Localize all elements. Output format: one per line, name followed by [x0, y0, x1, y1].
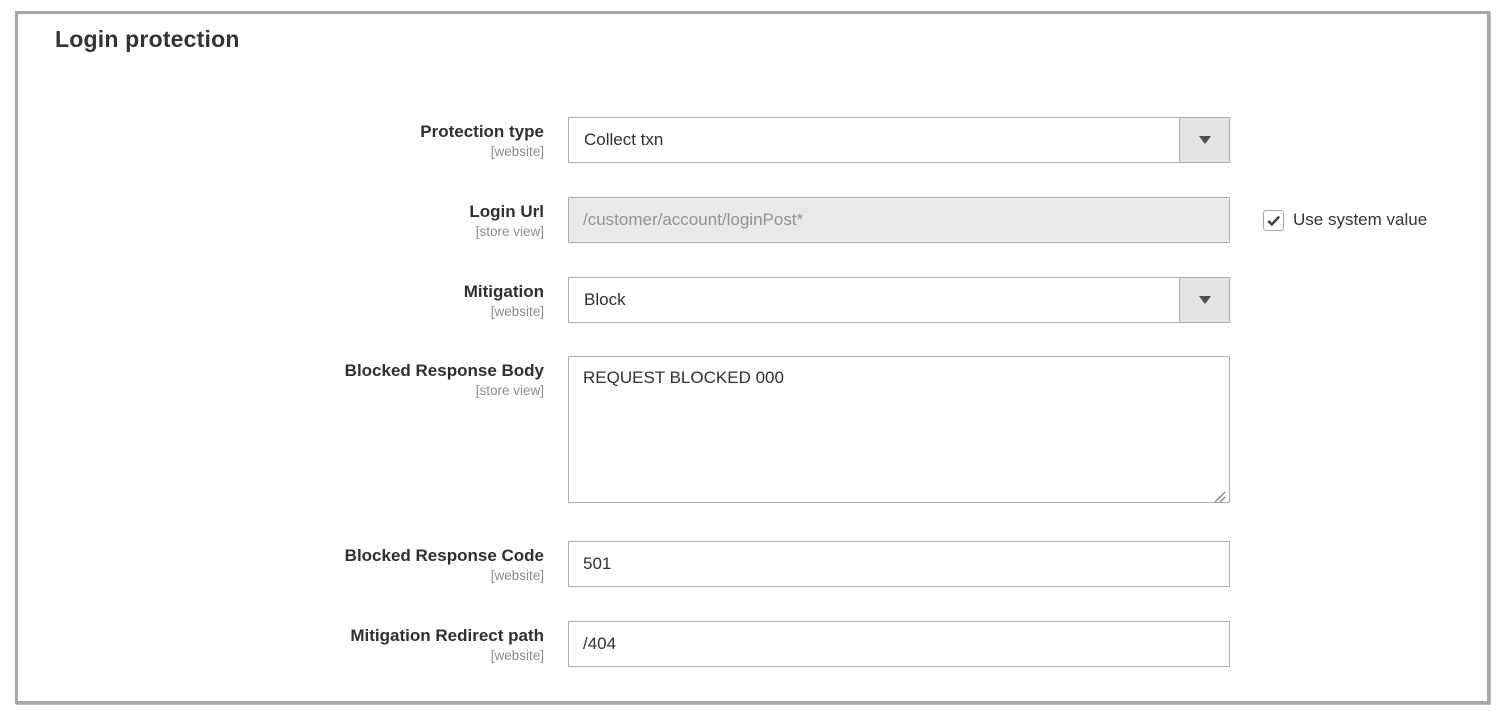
- control-cell: Block: [568, 277, 1230, 323]
- field-label: Blocked Response Code: [344, 546, 544, 565]
- protection-type-select[interactable]: Collect txn: [568, 117, 1230, 163]
- field-label-cell: Mitigation Redirect path [website]: [18, 626, 544, 664]
- field-scope: [website]: [490, 304, 544, 319]
- control-cell: Collect txn: [568, 117, 1230, 163]
- field-scope: [store view]: [475, 224, 544, 239]
- control-cell: [568, 356, 1230, 508]
- field-label-cell: Blocked Response Code [website]: [18, 546, 544, 584]
- field-label: Blocked Response Body: [344, 361, 544, 380]
- field-label-cell: Protection type [website]: [18, 122, 544, 160]
- checkbox-box[interactable]: [1263, 209, 1284, 231]
- check-icon: [1267, 215, 1281, 226]
- blocked-response-body-textarea[interactable]: [568, 356, 1230, 503]
- field-scope: [website]: [490, 648, 544, 663]
- control-cell: [568, 541, 1230, 587]
- section-title: Login protection: [55, 26, 240, 52]
- caret-down-icon: [1198, 296, 1211, 304]
- field-label-cell: Login Url [store view]: [18, 202, 544, 240]
- select-value: Block: [584, 290, 626, 309]
- mitigation-redirect-path-input[interactable]: [568, 621, 1230, 667]
- use-system-value-checkbox[interactable]: Use system value: [1263, 207, 1427, 233]
- field-label: Mitigation Redirect path: [350, 626, 544, 645]
- field-scope: [website]: [490, 568, 544, 583]
- select-arrow-button[interactable]: [1179, 118, 1229, 162]
- select-arrow-button[interactable]: [1179, 278, 1229, 322]
- field-label: Mitigation: [463, 282, 544, 301]
- mitigation-select[interactable]: Block: [568, 277, 1230, 323]
- select-value: Collect txn: [584, 130, 664, 149]
- field-label-cell: Blocked Response Body [store view]: [18, 361, 544, 399]
- use-system-value-label: Use system value: [1293, 210, 1428, 229]
- control-cell: [568, 621, 1230, 667]
- field-scope: [website]: [490, 144, 544, 159]
- login-protection-section: Login protection Protection type [websit…: [15, 11, 1490, 704]
- login-url-input: [568, 197, 1230, 243]
- field-label: Login Url: [469, 202, 544, 221]
- caret-down-icon: [1198, 136, 1211, 144]
- field-label-cell: Mitigation [website]: [18, 282, 544, 320]
- control-cell: [568, 197, 1230, 243]
- field-scope: [store view]: [475, 383, 544, 398]
- field-label: Protection type: [420, 122, 544, 141]
- blocked-response-code-input[interactable]: [568, 541, 1230, 587]
- resize-handle-icon[interactable]: [1213, 490, 1226, 503]
